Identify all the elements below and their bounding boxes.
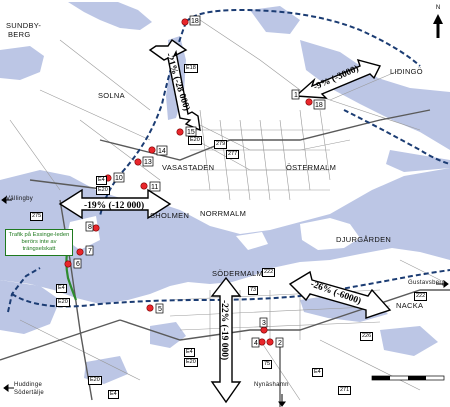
point-label-11: 11 bbox=[151, 184, 158, 191]
road-shield-222-center: 222 bbox=[262, 268, 276, 277]
point-label-14: 15 bbox=[187, 129, 195, 136]
point-labels: 18 1 18 15 14 13 10 11 8 7 6 5 3 bbox=[73, 15, 326, 348]
road-shield-e4-se: E4 bbox=[312, 368, 323, 377]
point-marker-11[interactable] bbox=[140, 182, 148, 190]
arrow-lidingo bbox=[294, 58, 382, 99]
point-marker-18[interactable] bbox=[305, 98, 313, 106]
island-gamla-stan bbox=[236, 232, 268, 250]
road-shield-e4-sw: E4 bbox=[56, 284, 67, 293]
cordon-west bbox=[99, 21, 187, 217]
road-shield-e4-south: E4 bbox=[184, 348, 195, 357]
point-marker-7[interactable] bbox=[76, 248, 84, 256]
water-northeast-pond bbox=[250, 6, 300, 34]
water-southwest-arm bbox=[0, 280, 60, 334]
area-label-vallingby: Vällingby bbox=[6, 196, 34, 202]
area-label-gustavsberg: Gustavsberg bbox=[408, 280, 446, 286]
point-label-3: 3 bbox=[262, 320, 266, 327]
area-label-ostermalm: ÖSTERMALM bbox=[286, 163, 337, 172]
scale-bar bbox=[371, 375, 445, 381]
road-shield-e20-sw: E20 bbox=[56, 298, 70, 307]
area-label-sundbyberg-1: SUNDBY- bbox=[6, 21, 42, 30]
road-shield-e20-south: E20 bbox=[184, 358, 198, 367]
point-marker-6[interactable] bbox=[64, 260, 72, 268]
point-label-6: 6 bbox=[76, 261, 80, 268]
point-label-8: 8 bbox=[88, 224, 92, 231]
cordon-east bbox=[343, 109, 450, 165]
road-shield-271: 271 bbox=[338, 386, 352, 395]
edge-direction-arrows bbox=[1, 196, 449, 407]
point-label-7: 7 bbox=[88, 248, 92, 255]
point-marker-14[interactable] bbox=[176, 128, 184, 136]
point-marker-8[interactable] bbox=[92, 224, 100, 232]
water-lidingo-strait bbox=[300, 40, 450, 150]
point-label-1: 1 bbox=[294, 92, 298, 99]
point-marker-12[interactable] bbox=[134, 158, 142, 166]
north-label: N bbox=[435, 5, 441, 11]
area-label-huddinge-1: Huddinge bbox=[14, 382, 43, 388]
area-label-nynashamn: Nynäshamn bbox=[254, 382, 289, 388]
water-west-lake bbox=[0, 46, 44, 80]
road-shield-226: 226 bbox=[360, 332, 374, 341]
point-label-15: 18 bbox=[191, 18, 199, 25]
north-arrow bbox=[433, 14, 443, 38]
road-shield-e20-north: E20 bbox=[188, 136, 202, 145]
traffic-arrows bbox=[58, 39, 392, 404]
area-label-sundbyberg-2: BERG bbox=[8, 30, 31, 39]
water-djurgarden-channel bbox=[386, 150, 450, 172]
islands bbox=[66, 216, 360, 250]
point-marker-5[interactable] bbox=[146, 304, 154, 312]
point-label-2: 2 bbox=[278, 340, 282, 347]
road-shield-75: 75 bbox=[262, 360, 273, 369]
water-north-lake bbox=[68, 2, 152, 30]
area-label-nacka: NACKA bbox=[396, 301, 424, 310]
point-label-5: 5 bbox=[158, 306, 162, 313]
point-marker-13[interactable] bbox=[148, 146, 156, 154]
area-label-kungsholmen: SHOLMEN bbox=[150, 211, 190, 220]
point-marker-2[interactable] bbox=[266, 338, 274, 346]
point-label-13: 14 bbox=[158, 148, 166, 155]
area-label-solna: SOLNA bbox=[98, 91, 125, 100]
road-shield-279: 279 bbox=[214, 140, 228, 149]
arrow-east bbox=[288, 270, 392, 319]
point-marker-4[interactable] bbox=[258, 338, 266, 346]
road-shield-e18-north: E18 bbox=[184, 64, 198, 73]
road-shield-275: 275 bbox=[30, 212, 44, 221]
cordon-north bbox=[185, 8, 421, 67]
island-djurgarden-west bbox=[300, 218, 360, 250]
area-label-huddinge-2: Södertälje bbox=[14, 390, 45, 396]
road-shield-e4-west: E4 bbox=[96, 176, 107, 185]
area-label-djurgarden: DJURGÅRDEN bbox=[336, 235, 392, 244]
area-label-lidingo: LIDINGÖ bbox=[390, 67, 423, 76]
arrow-north bbox=[148, 39, 201, 132]
arrow-south bbox=[210, 276, 242, 404]
road-shield-222-east: 222 bbox=[414, 292, 428, 301]
road-shield-e4-far-south: E4 bbox=[108, 390, 119, 399]
point-marker-3[interactable] bbox=[260, 326, 268, 334]
road-shield-e20-far-south: E20 bbox=[88, 376, 102, 385]
cordon-south bbox=[11, 269, 450, 308]
point-marker-15[interactable] bbox=[181, 18, 189, 26]
road-shield-73: 73 bbox=[248, 286, 259, 295]
area-label-sodermalm: SÖDERMALM bbox=[212, 269, 264, 278]
arrow-west bbox=[58, 188, 172, 220]
arrow-west-label: -19% (-12 000) bbox=[84, 200, 144, 211]
water-south-lake-1 bbox=[150, 322, 186, 348]
road-shield-e20-west: E20 bbox=[96, 186, 110, 195]
point-label-4: 4 bbox=[254, 340, 258, 347]
point-label-18: 18 bbox=[315, 102, 323, 109]
point-label-12: 13 bbox=[144, 159, 152, 166]
water-south-lake-3 bbox=[380, 326, 438, 356]
water-saltsjon bbox=[330, 168, 450, 214]
area-label-norrmalm: NORRMALM bbox=[200, 209, 247, 218]
cordon-southwest bbox=[7, 267, 41, 313]
road-shield-277: 277 bbox=[226, 150, 240, 159]
arrow-south-label: -22% (-19 000) bbox=[219, 300, 230, 360]
area-label-vasastaden: VASASTADEN bbox=[162, 163, 215, 172]
essingeleden-info-box: Trafik på Essinge-leden berörs inte av t… bbox=[5, 229, 73, 256]
point-label-10: 10 bbox=[115, 175, 123, 182]
